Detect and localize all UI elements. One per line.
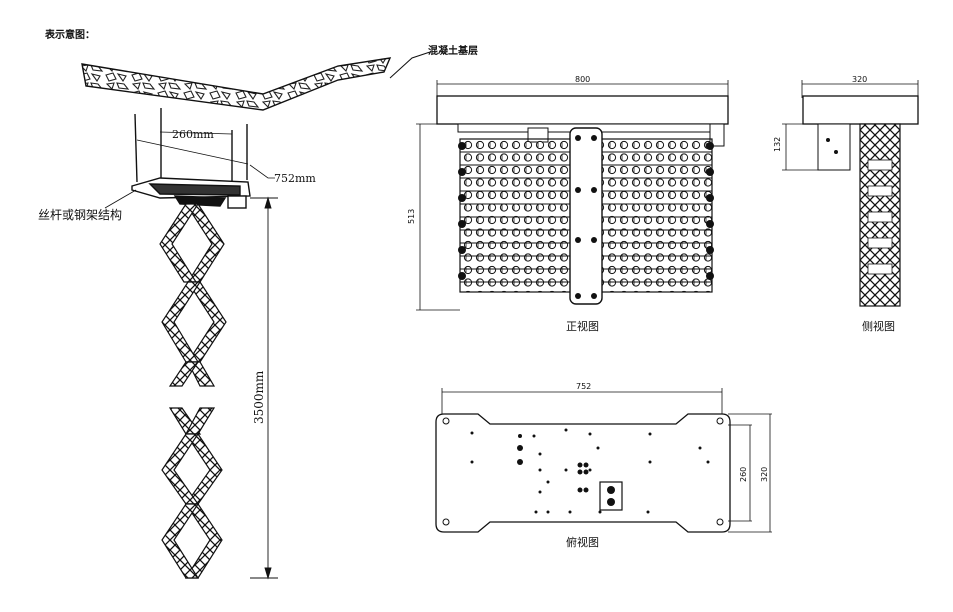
- diagram-title: 表示意图：: [44, 28, 95, 41]
- scissor-upper: [159, 203, 227, 387]
- dim-260-callout: 260mm 752mm: [136, 128, 316, 185]
- structure-label: 丝杆或钢架结构: [38, 207, 122, 222]
- dim-3500-label: 3500mm: [252, 370, 266, 424]
- concrete-slab: [81, 57, 392, 111]
- top-view-caption: 俯视图: [566, 535, 599, 549]
- top-outer-height-label: 320: [760, 467, 769, 482]
- side-view: 320 132: [773, 75, 919, 307]
- dim-260-label: 260mm: [172, 128, 214, 141]
- top-view: 752 260 320: [435, 382, 772, 533]
- concrete-label: 混凝土基层: [428, 44, 478, 57]
- dim-752-label: 752mm: [274, 172, 316, 185]
- side-height-label: 132: [773, 137, 782, 152]
- top-width-label: 752: [576, 382, 591, 391]
- structure-leader: [104, 189, 137, 209]
- hanger-assembly: [131, 108, 251, 209]
- dim-3500: [250, 196, 278, 580]
- front-height-label: 513: [407, 209, 416, 224]
- front-width-label: 800: [575, 75, 590, 84]
- front-view: 800 513: [407, 75, 729, 311]
- concrete-callout: 混凝土基层: [389, 44, 478, 79]
- scissor-lower: [161, 407, 223, 579]
- front-view-caption: 正视图: [566, 319, 599, 333]
- side-width-label: 320: [852, 75, 867, 84]
- side-view-caption: 侧视图: [862, 319, 895, 333]
- top-inner-height-label: 260: [739, 467, 748, 482]
